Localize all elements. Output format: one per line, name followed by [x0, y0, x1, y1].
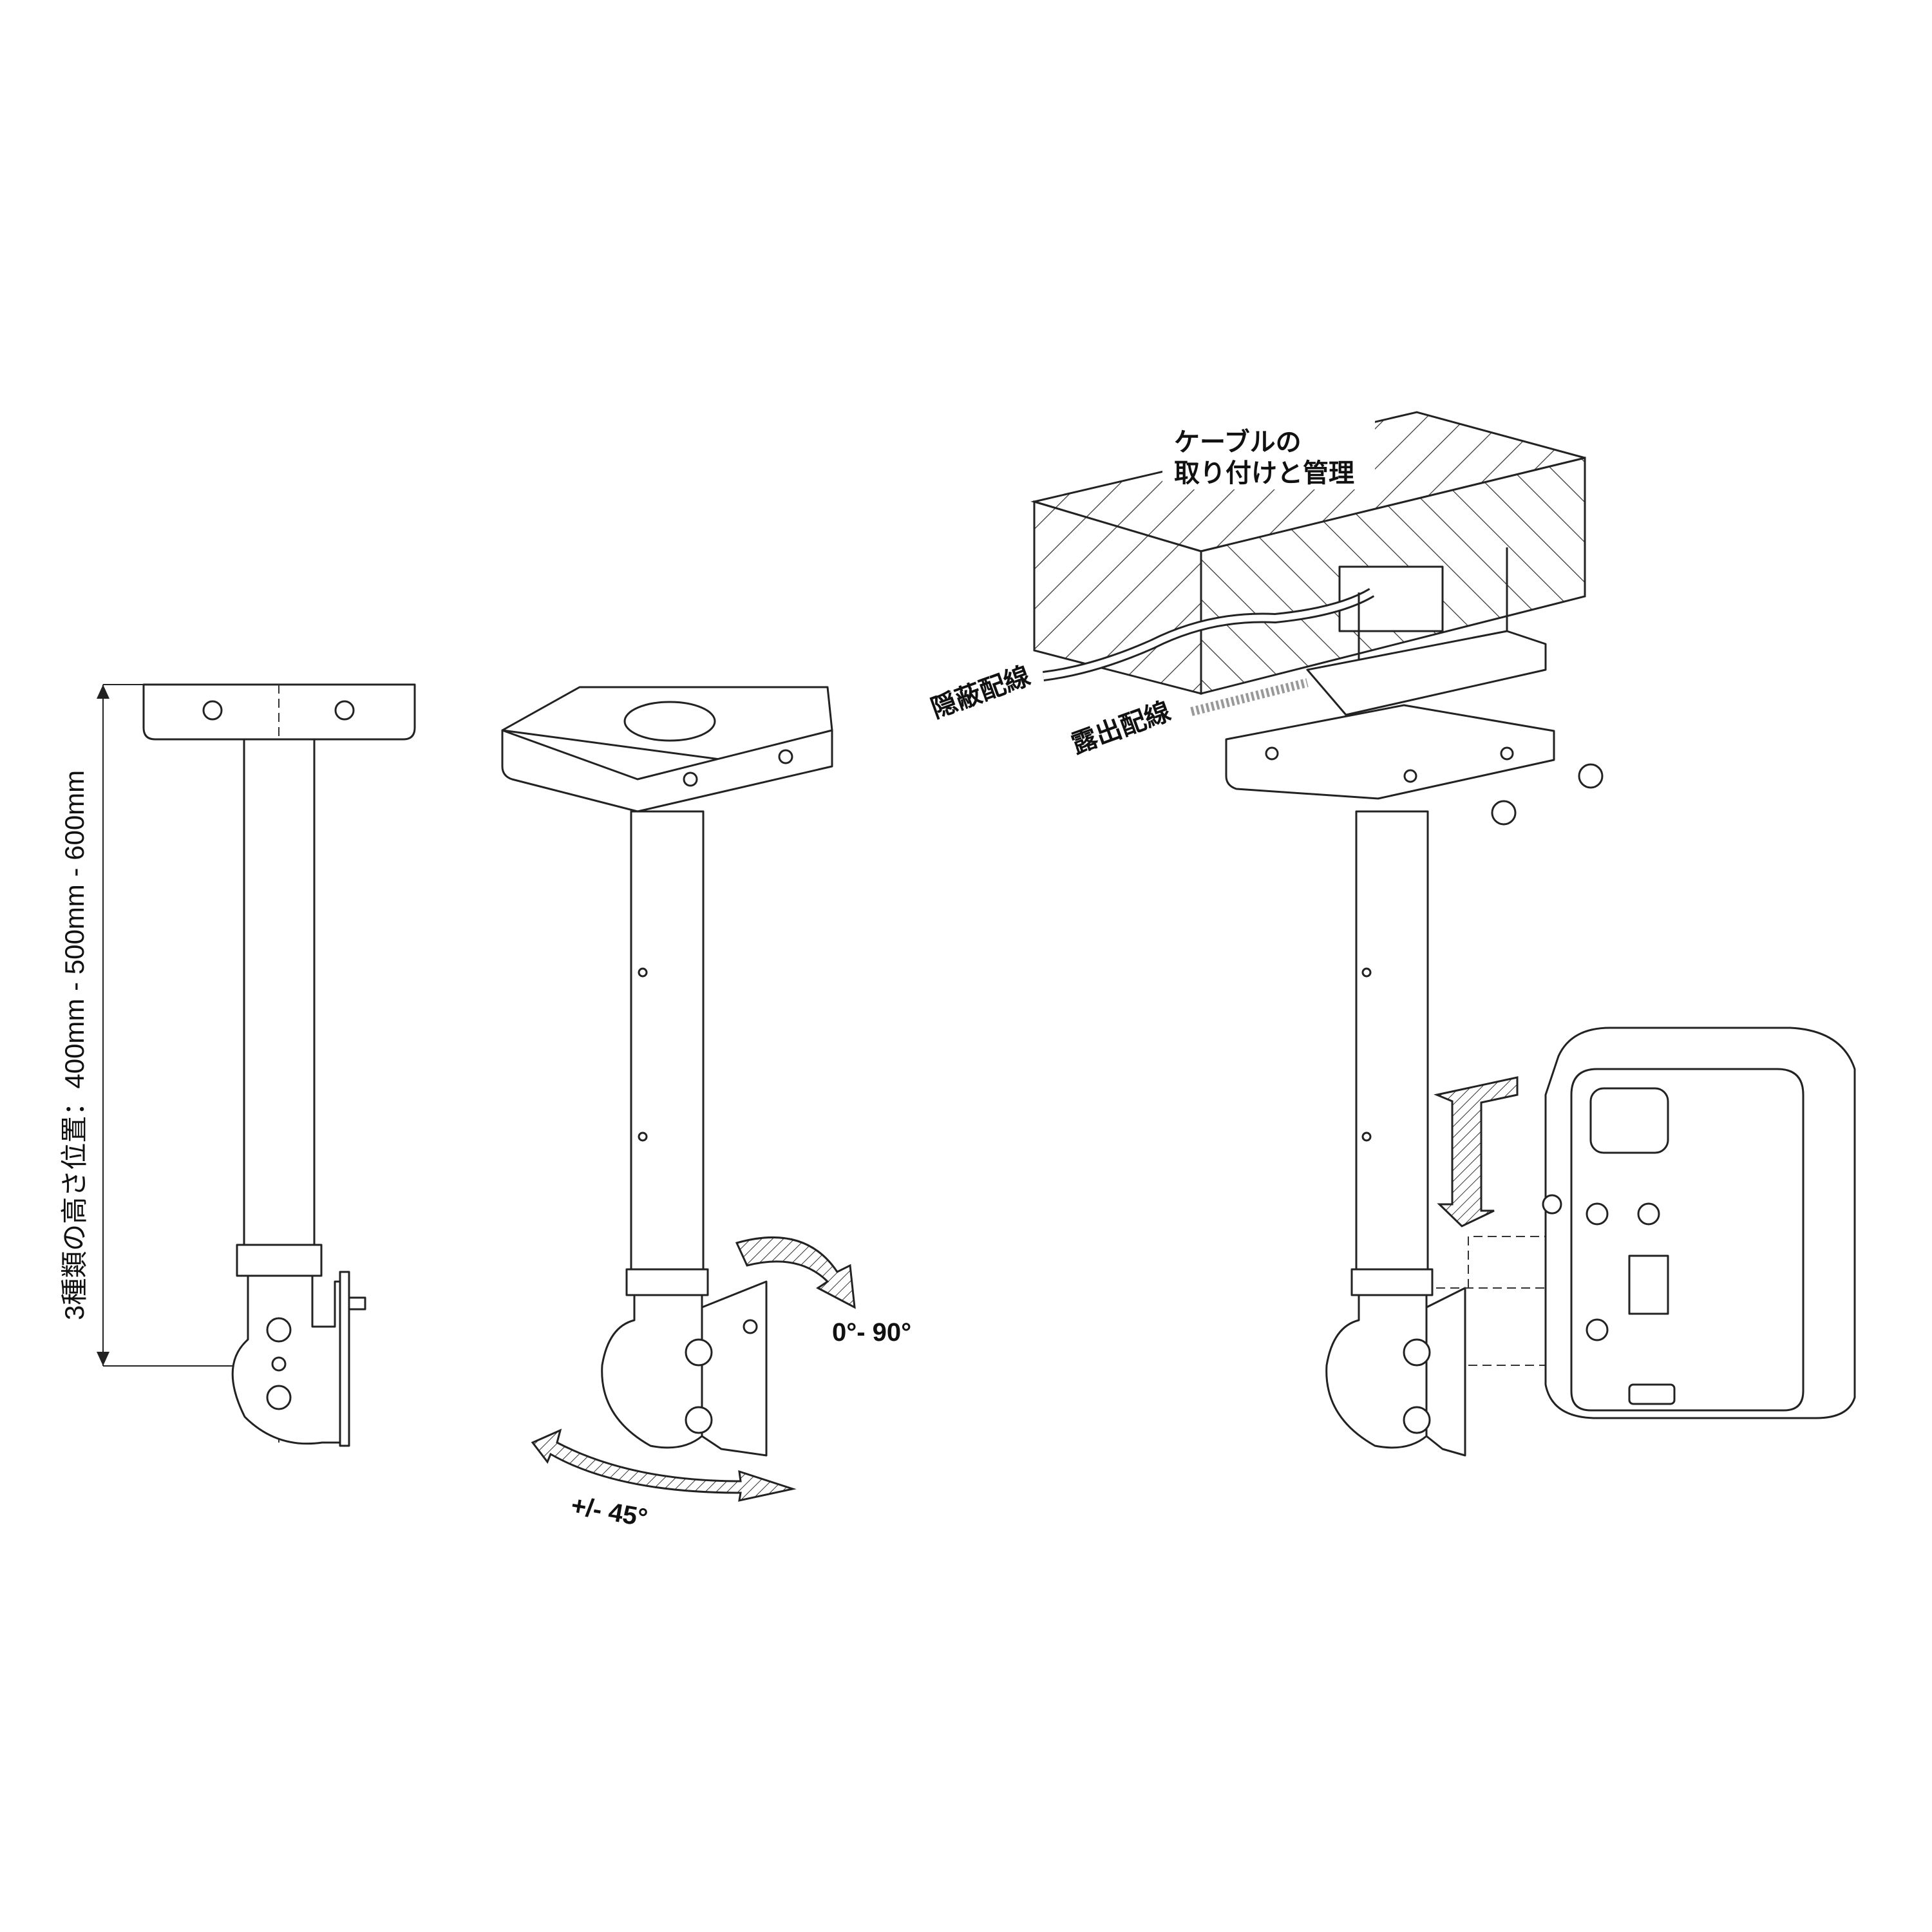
pole-collar	[625, 1268, 709, 1296]
speaker-terminal	[1628, 1383, 1676, 1405]
tilt-range-label: 0°- 90°	[832, 1318, 911, 1347]
exposed-wiring-label: 露出配線	[1068, 697, 1174, 759]
down-arrow-icon	[1434, 1076, 1519, 1227]
speaker-back-panel	[1570, 1068, 1804, 1412]
speaker-mount-slot	[1628, 1255, 1669, 1315]
concealed-wiring-label: 隠蔽配線	[927, 661, 1034, 723]
bolt-icon	[1491, 800, 1517, 826]
speaker-plate	[1425, 1287, 1466, 1457]
tilt-arrow-icon	[735, 1236, 856, 1309]
pole-collar	[1350, 1268, 1434, 1296]
ceiling-plate	[142, 683, 416, 741]
cable-title-backdrop	[1162, 419, 1375, 489]
pole-tube	[1355, 810, 1429, 1271]
ceiling-plate-front	[501, 729, 833, 813]
ceiling-plate	[1225, 704, 1555, 800]
pole-tube	[243, 738, 316, 1246]
height-positions-label: 3種類の高さ位置：400mm - 500mm - 600mm	[59, 770, 90, 1320]
speaker-port	[1589, 1087, 1669, 1154]
pan-arrow-icon	[531, 1428, 797, 1502]
tilt-joint	[601, 1294, 703, 1449]
cable-title-line2: 取り付けと管理	[1174, 459, 1354, 488]
pole-tube	[630, 810, 705, 1271]
tilt-joint	[231, 1274, 343, 1445]
side-view-mount: 3種類の高さ位置：400mm - 500mm - 600mm	[59, 683, 416, 1447]
concealed-cable	[1043, 589, 1374, 679]
speaker-plate	[701, 1280, 768, 1457]
perspective-mount: 0°- 90° +/- 45°	[501, 686, 911, 1533]
dimension-arrow-top-icon	[97, 685, 109, 699]
bolt-icon	[1578, 763, 1604, 789]
pole-collar	[236, 1244, 323, 1277]
cable-title-line1: ケーブルの	[1174, 428, 1302, 457]
upper-bracket	[1306, 630, 1547, 716]
cable-title: ケーブルの 取り付けと管理	[1162, 419, 1375, 489]
cable-management-view: 隠蔽配線 露出配線	[927, 411, 1856, 1457]
dimension-arrow-bottom-icon	[97, 1352, 109, 1366]
exposed-cable	[1190, 678, 1309, 716]
pan-range-label: +/- 45°	[569, 1492, 649, 1533]
tilt-joint	[1325, 1294, 1428, 1449]
